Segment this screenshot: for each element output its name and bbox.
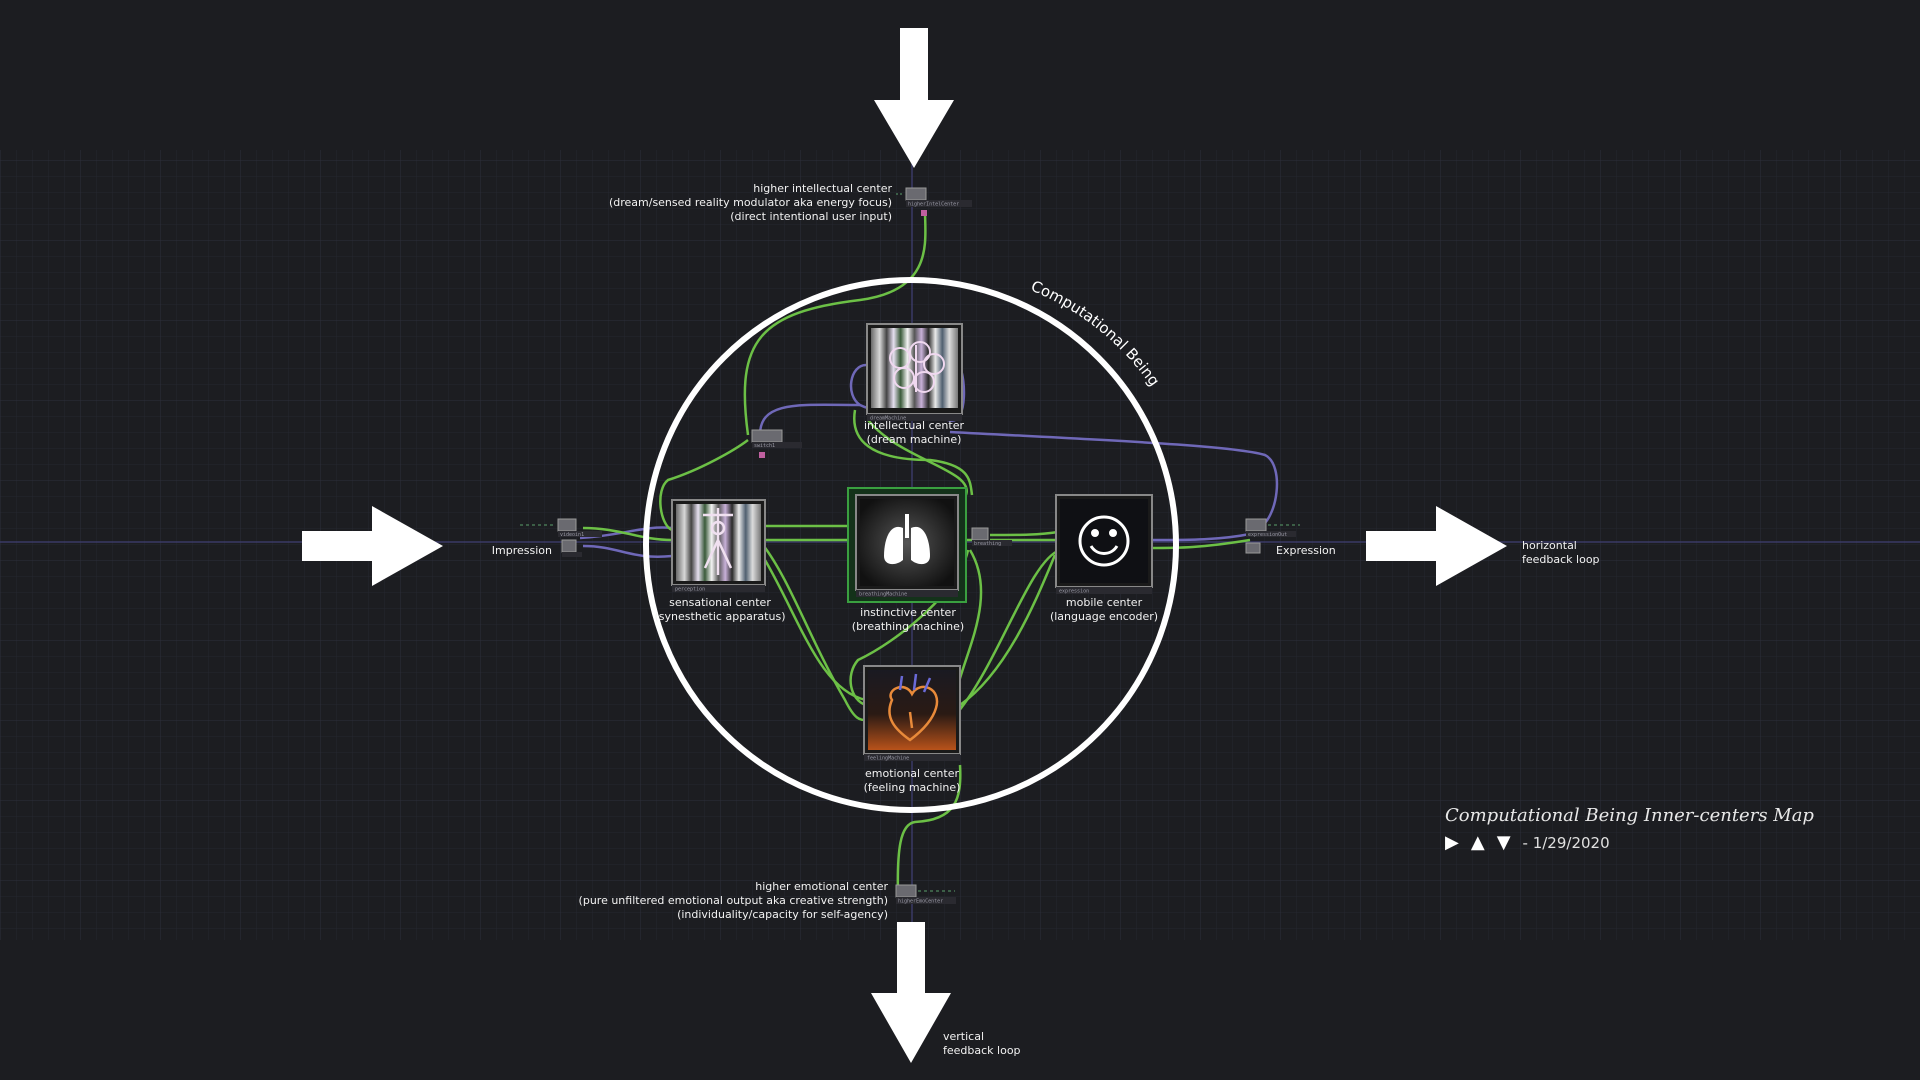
instinctive-center-label-2: (breathing machine) bbox=[852, 620, 964, 633]
instinctive-center-node[interactable]: breathingMachine bbox=[847, 487, 967, 603]
mobile-center-node[interactable]: expression bbox=[1055, 494, 1153, 595]
svg-text:higherIntelCenter: higherIntelCenter bbox=[908, 202, 959, 208]
arrow-right-left-icon bbox=[302, 506, 443, 586]
vertical-loop-label-1: vertical bbox=[943, 1030, 984, 1043]
caption-block: Computational Being Inner-centers Map ▶ … bbox=[1445, 805, 1865, 852]
svg-text:higherEmoCenter: higherEmoCenter bbox=[898, 899, 943, 905]
higher-intellectual-label-1: higher intellectual center bbox=[753, 182, 892, 195]
arrow-right-right-icon bbox=[1366, 506, 1507, 586]
higher-emotional-op[interactable]: higherEmoCenter bbox=[895, 884, 956, 905]
heart-icon bbox=[888, 673, 939, 742]
sensational-center-node[interactable]: perception bbox=[671, 499, 766, 593]
emotional-center-label-2: (feeling machine) bbox=[864, 781, 961, 794]
expression-label: Expression bbox=[1276, 544, 1336, 557]
higher-emotional-label-2: (pure unfiltered emotional output aka cr… bbox=[579, 894, 888, 907]
body-icon bbox=[703, 508, 733, 575]
higher-emotional-label-1: higher emotional center bbox=[755, 880, 888, 893]
svg-text:expression: expression bbox=[1059, 589, 1089, 595]
brain-icon bbox=[889, 341, 945, 393]
caption-date: - 1/29/2020 bbox=[1522, 834, 1610, 852]
caption-row: ▶ ▲ ▼ - 1/29/2020 bbox=[1445, 832, 1865, 853]
sensational-center-label-2: (synesthetic apparatus) bbox=[655, 610, 786, 623]
intellectual-center-label-2: (dream machine) bbox=[867, 433, 962, 446]
svg-text:videoin1: videoin1 bbox=[560, 532, 584, 538]
vertical-loop-label-2: feedback loop bbox=[943, 1044, 1021, 1057]
breathing-op[interactable]: breathing bbox=[971, 527, 1012, 547]
smiley-icon bbox=[1078, 515, 1130, 567]
instinctive-center-label-1: instinctive center bbox=[860, 606, 956, 619]
impression-label: Impression bbox=[492, 544, 552, 557]
svg-text:expressionOut: expressionOut bbox=[1248, 532, 1287, 538]
mobile-center-label-1: mobile center bbox=[1066, 596, 1143, 609]
svg-text:breathing: breathing bbox=[974, 541, 1001, 547]
svg-text:breathingMachine: breathingMachine bbox=[859, 592, 907, 598]
expression-op[interactable]: expressionOut bbox=[1245, 518, 1300, 554]
sensational-center-label-1: sensational center bbox=[669, 596, 771, 609]
caption-title: Computational Being Inner-centers Map bbox=[1445, 805, 1814, 826]
higher-intellectual-label-3: (direct intentional user input) bbox=[730, 210, 892, 223]
switch-op[interactable]: switch1 bbox=[751, 429, 802, 458]
green-wires bbox=[582, 209, 1251, 896]
play-icon: ▶ bbox=[1445, 832, 1459, 853]
svg-text:perception: perception bbox=[675, 587, 705, 593]
higher-emotional-label-3: (individuality/capacity for self-agency) bbox=[677, 908, 888, 921]
svg-text:feelingMachine: feelingMachine bbox=[867, 756, 909, 762]
triangle-up-icon: ▲ bbox=[1470, 832, 1485, 853]
computational-being-circle bbox=[643, 277, 1179, 813]
intellectual-center-node[interactable]: dreamMachine bbox=[866, 323, 963, 422]
emotional-center-node[interactable]: feelingMachine bbox=[863, 665, 961, 762]
mobile-center-label-2: (language encoder) bbox=[1050, 610, 1158, 623]
arrow-down-bottom-icon bbox=[871, 922, 951, 1063]
higher-intellectual-op[interactable]: higherIntelCenter bbox=[896, 187, 972, 216]
emotional-center-label-1: emotional center bbox=[865, 767, 959, 780]
triangle-down-icon: ▼ bbox=[1496, 832, 1511, 853]
svg-text:dreamMachine: dreamMachine bbox=[870, 416, 906, 422]
lungs-icon bbox=[884, 514, 930, 565]
higher-intellectual-label-2: (dream/sensed reality modulator aka ener… bbox=[609, 196, 892, 209]
impression-op[interactable]: videoin1 bbox=[520, 518, 602, 557]
horizontal-loop-label-2: feedback loop bbox=[1522, 553, 1600, 566]
svg-text:switch1: switch1 bbox=[754, 443, 775, 449]
horizontal-loop-label-1: horizontal bbox=[1522, 539, 1577, 552]
arrow-down-top-icon bbox=[874, 28, 954, 168]
intellectual-center-label-1: intellectual center bbox=[864, 419, 964, 432]
